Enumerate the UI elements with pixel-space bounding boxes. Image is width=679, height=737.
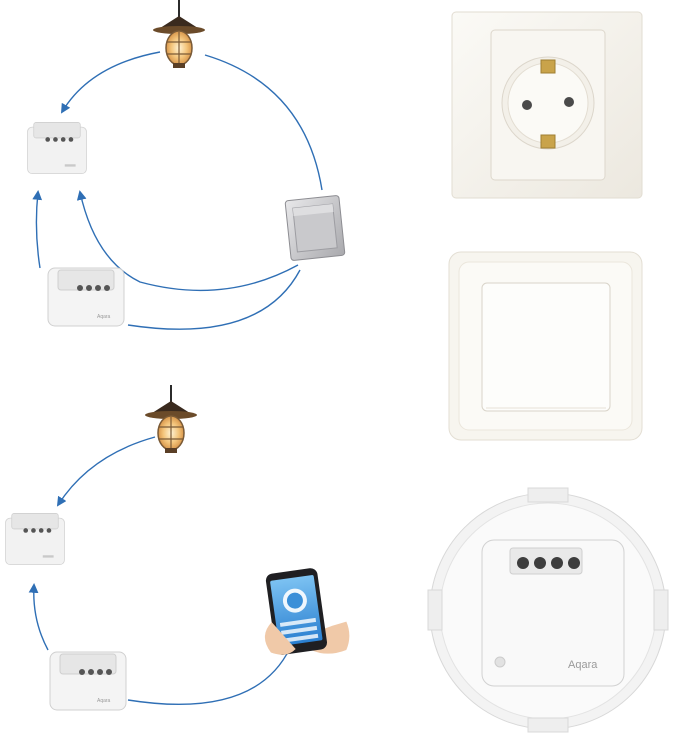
arrow-switch-to-module-inner xyxy=(76,190,299,292)
arrow-module-to-module xyxy=(28,583,49,651)
relay-module-icon: Aqara xyxy=(47,267,125,327)
module-brand-label: Aqara xyxy=(97,314,111,320)
smartphone-icon xyxy=(264,568,350,655)
relay-module-icon: Aqara xyxy=(49,651,127,711)
relay-module-icon xyxy=(27,121,87,175)
arrow-lamp-to-module xyxy=(56,436,156,507)
pendant-lamp-icon xyxy=(143,385,199,455)
arrow-phone-to-module xyxy=(127,647,291,706)
schuko-socket-icon xyxy=(451,11,643,199)
rocker-switch-icon xyxy=(448,251,643,441)
arrow-switch-to-lamp xyxy=(204,54,323,191)
pendant-lamp-icon xyxy=(151,0,207,70)
relay-module-in-box-icon: Aqara xyxy=(427,487,669,733)
top-diagram: Aqara xyxy=(27,0,346,330)
relay-module-icon xyxy=(5,513,65,565)
arrow-switch-to-wireless-module xyxy=(127,269,301,330)
arrow-wireless-to-module xyxy=(32,190,43,269)
module-brand-label: Aqara xyxy=(97,698,111,704)
module-brand-label: Aqara xyxy=(568,659,598,671)
arrow-lamp-to-module xyxy=(60,51,161,114)
wall-switch-icon xyxy=(284,195,346,261)
bottom-diagram: Aqara xyxy=(5,385,350,711)
